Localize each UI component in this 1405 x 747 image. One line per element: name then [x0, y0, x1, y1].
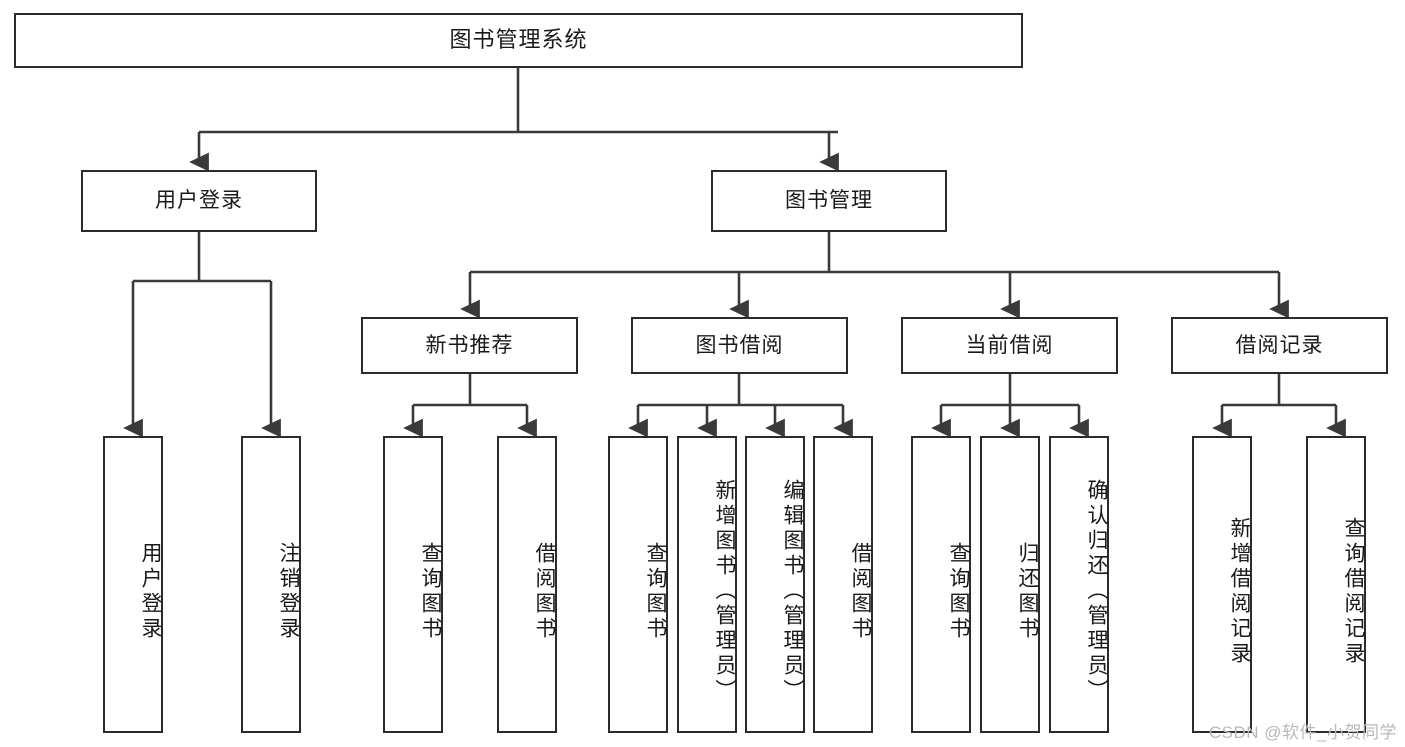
node-leaf-add-book[interactable]: 新增图书（管理员）	[677, 436, 737, 733]
node-leaf-add-book-label: 新增图书（管理员）	[713, 479, 736, 704]
node-leaf-edit-book-label: 编辑图书（管理员）	[781, 479, 804, 704]
node-book-manage[interactable]: 图书管理	[711, 170, 947, 232]
node-leaf-query-record-label: 查询借阅记录	[1342, 516, 1365, 667]
node-user-login[interactable]: 用户登录	[81, 170, 317, 232]
node-leaf-query-book-2[interactable]: 查询图书	[608, 436, 668, 733]
node-book-borrow[interactable]: 图书借阅	[631, 317, 848, 374]
csdn-watermark: CSDN @软件_小贺同学	[1208, 723, 1397, 742]
node-leaf-return-book-label: 归还图书	[1016, 541, 1039, 642]
node-leaf-user-login-label: 用户登录	[139, 541, 162, 642]
node-leaf-query-book-2-label: 查询图书	[644, 541, 667, 642]
node-borrow-record[interactable]: 借阅记录	[1171, 317, 1388, 374]
node-leaf-return-book[interactable]: 归还图书	[980, 436, 1040, 733]
node-leaf-user-logout-label: 注销登录	[277, 541, 300, 642]
node-leaf-confirm-return-label: 确认归还（管理员）	[1085, 479, 1108, 704]
node-leaf-query-book-3[interactable]: 查询图书	[911, 436, 971, 733]
node-leaf-add-record[interactable]: 新增借阅记录	[1192, 436, 1252, 733]
node-current-borrow[interactable]: 当前借阅	[901, 317, 1118, 374]
node-leaf-confirm-return[interactable]: 确认归还（管理员）	[1049, 436, 1109, 733]
node-leaf-borrow-book-1[interactable]: 借阅图书	[497, 436, 557, 733]
node-leaf-query-book-1[interactable]: 查询图书	[383, 436, 443, 733]
node-leaf-user-logout[interactable]: 注销登录	[241, 436, 301, 733]
node-leaf-borrow-book-1-label: 借阅图书	[533, 541, 556, 642]
node-new-book-recommend[interactable]: 新书推荐	[361, 317, 578, 374]
node-leaf-query-book-3-label: 查询图书	[947, 541, 970, 642]
node-leaf-query-record[interactable]: 查询借阅记录	[1306, 436, 1366, 733]
node-leaf-borrow-book-2[interactable]: 借阅图书	[813, 436, 873, 733]
node-leaf-query-book-1-label: 查询图书	[419, 541, 442, 642]
node-root-system[interactable]: 图书管理系统	[14, 13, 1023, 68]
node-leaf-borrow-book-2-label: 借阅图书	[849, 541, 872, 642]
node-leaf-user-login[interactable]: 用户登录	[103, 436, 163, 733]
node-leaf-edit-book[interactable]: 编辑图书（管理员）	[745, 436, 805, 733]
node-leaf-add-record-label: 新增借阅记录	[1228, 516, 1251, 667]
